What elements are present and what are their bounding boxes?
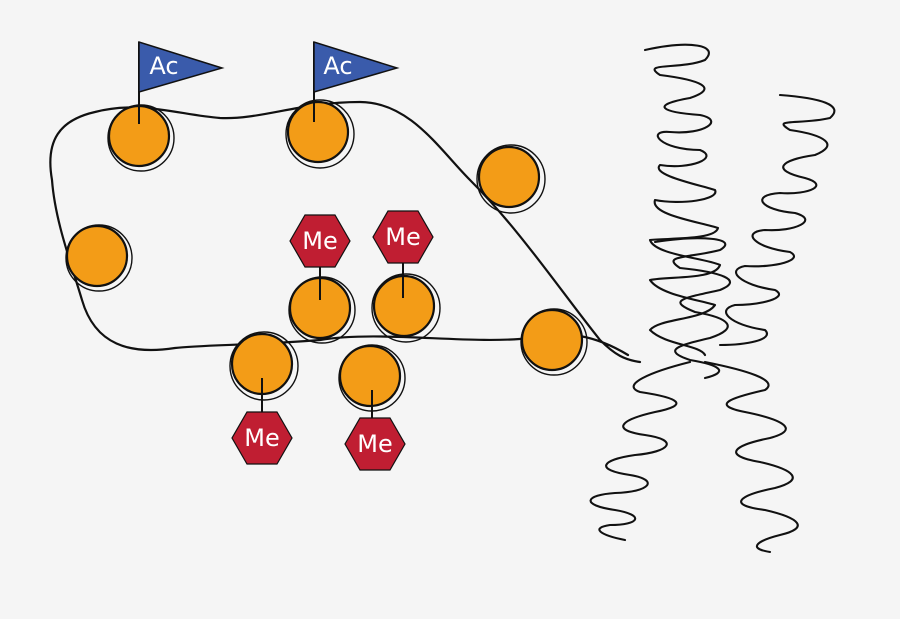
acetyl-label: Ac xyxy=(323,52,352,80)
chromatid-center xyxy=(653,237,731,380)
acetyl-flag-icon xyxy=(313,40,400,93)
chromatid-upper-right xyxy=(718,93,836,347)
nucleosome xyxy=(371,273,441,343)
acetyl-label: Ac xyxy=(149,52,178,80)
nucleosome xyxy=(229,331,299,401)
methyl-hexagon-icon xyxy=(372,210,434,264)
nucleosome xyxy=(520,308,588,376)
nucleosome xyxy=(285,99,355,169)
acetyl-mark: Ac xyxy=(138,40,225,124)
methyl-mark: Me xyxy=(344,390,406,471)
condensed-chromosome xyxy=(589,43,836,554)
dna-strand xyxy=(49,100,642,364)
nucleosomes xyxy=(65,99,588,412)
methyl-label: Me xyxy=(244,424,279,452)
nucleosome xyxy=(107,104,175,172)
methyl-hexagon-icon xyxy=(231,411,293,465)
methyl-label: Me xyxy=(357,430,392,458)
nucleosome xyxy=(338,344,406,412)
chromatid-upper-left xyxy=(643,43,722,357)
chromatid-lower-right xyxy=(703,360,799,554)
nucleosome xyxy=(476,144,546,214)
methyl-hexagon-icon xyxy=(289,214,351,268)
methyl-hexagon-icon xyxy=(344,417,406,471)
nucleosome xyxy=(288,276,356,344)
acetyl-mark: Ac xyxy=(313,40,400,122)
acetyl-flag-icon xyxy=(138,40,225,93)
methyl-mark: Me xyxy=(231,378,293,465)
methyl-label: Me xyxy=(385,223,420,251)
methyl-mark: Me xyxy=(289,214,351,300)
chromatid-lower-left xyxy=(589,360,692,542)
methyl-label: Me xyxy=(302,227,337,255)
methyl-mark: Me xyxy=(372,210,434,298)
nucleosome xyxy=(65,224,133,292)
